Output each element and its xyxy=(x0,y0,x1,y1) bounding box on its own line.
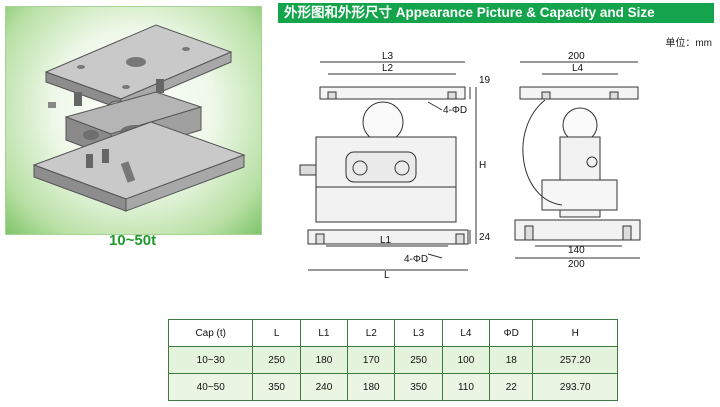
cell: 257.20 xyxy=(532,346,618,374)
dimension-drawing: L3 L2 L1 L 19 H 24 4-ΦD 4-ΦD 200 L4 140 … xyxy=(299,51,641,280)
cell: 40~50 xyxy=(167,373,254,401)
label-L4: L4 xyxy=(572,63,584,74)
cell: 22 xyxy=(489,373,534,401)
section-title: 外形图和外形尺寸 Appearance Picture & Capacity a… xyxy=(278,3,714,23)
capacity-size-table: Cap (t) L L1 L2 L3 L4 ΦD H 10~30 250 180… xyxy=(167,319,618,401)
label-hole-top: 4-ΦD xyxy=(443,105,467,116)
cell: 250 xyxy=(394,346,443,374)
load-cell-module-illustration xyxy=(32,24,246,212)
cell: 350 xyxy=(252,373,301,401)
col-H: H xyxy=(532,319,618,347)
table-row: 10~30 250 180 170 250 100 18 257.20 xyxy=(167,346,618,374)
label-24: 24 xyxy=(479,232,491,243)
units-label: 单位：mm xyxy=(665,38,712,49)
front-bottom-plate xyxy=(307,229,469,245)
cell: 180 xyxy=(299,346,349,374)
label-L: L xyxy=(384,270,390,280)
label-200-bottom: 200 xyxy=(568,259,585,270)
label-140: 140 xyxy=(568,245,585,256)
cell: 100 xyxy=(441,346,491,374)
col-diameter: ΦD xyxy=(489,319,534,347)
col-L4: L4 xyxy=(441,319,491,347)
front-top-plate xyxy=(319,86,466,100)
cell: 18 xyxy=(489,346,534,374)
table-row: 40~50 350 240 180 350 110 22 293.70 xyxy=(167,373,618,401)
cell: 110 xyxy=(441,373,491,401)
label-L2: L2 xyxy=(382,63,394,74)
label-200-top: 200 xyxy=(568,51,585,62)
col-L: L xyxy=(252,319,301,347)
label-H: H xyxy=(479,160,486,171)
label-19: 19 xyxy=(479,75,491,86)
label-L1: L1 xyxy=(380,235,392,246)
cell: 170 xyxy=(347,346,396,374)
table-header-row: Cap (t) L L1 L2 L3 L4 ΦD H xyxy=(167,319,618,347)
col-L3: L3 xyxy=(394,319,443,347)
cell: 180 xyxy=(347,373,396,401)
label-hole-bottom: 4-ΦD xyxy=(404,254,428,265)
cell: 350 xyxy=(394,373,443,401)
side-bottom-plate xyxy=(514,219,641,241)
photo-caption: 10~50t xyxy=(108,232,157,249)
cell: 10~30 xyxy=(167,346,254,374)
col-cap: Cap (t) xyxy=(167,319,254,347)
col-L1: L1 xyxy=(299,319,349,347)
cell: 250 xyxy=(252,346,301,374)
label-L3: L3 xyxy=(382,51,394,62)
cell: 240 xyxy=(299,373,349,401)
product-photo xyxy=(5,6,262,235)
col-L2: L2 xyxy=(347,319,396,347)
side-top-plate xyxy=(519,86,639,100)
cell: 293.70 xyxy=(532,373,618,401)
